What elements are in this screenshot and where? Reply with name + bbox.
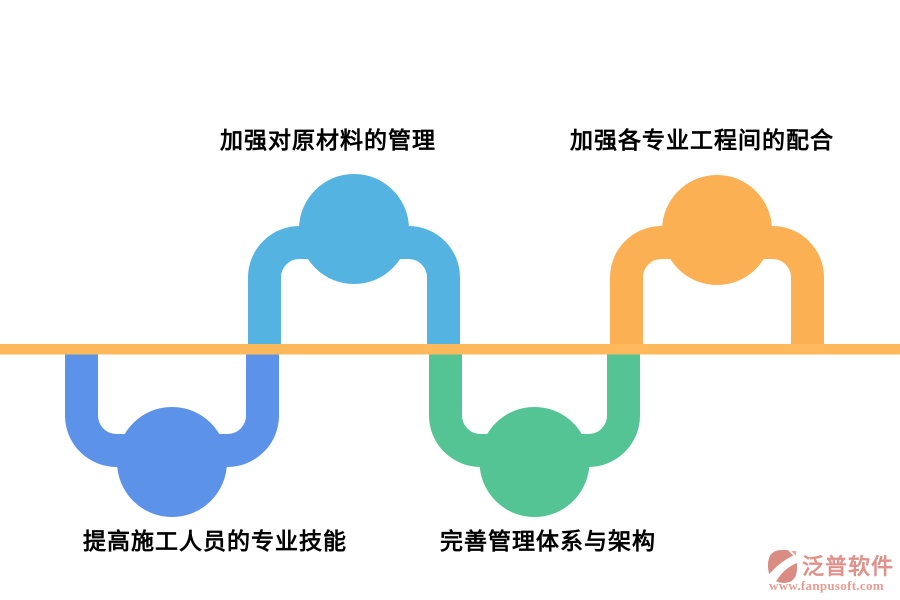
fanpu-icon-corner bbox=[787, 549, 799, 562]
fanpu-icon-swoosh bbox=[766, 553, 799, 585]
fanpu-swoosh-icon bbox=[766, 549, 799, 585]
step-node-below-left bbox=[117, 407, 227, 517]
step-label-above-left: 加强对原材料的管理 bbox=[220, 127, 436, 153]
watermark: 泛普软件 www.fanpusoft.com bbox=[766, 547, 896, 597]
step-label-above-right: 加强各专业工程间的配合 bbox=[570, 127, 834, 153]
step-label-below-left: 提高施工人员的专业技能 bbox=[83, 528, 347, 554]
watermark-url: www.fanpusoft.com bbox=[769, 578, 884, 593]
watermark-brand: 泛普软件 bbox=[802, 554, 895, 579]
baseline bbox=[0, 344, 900, 355]
step-node-above-left bbox=[299, 174, 409, 284]
step-label-below-right: 完善管理体系与架构 bbox=[440, 528, 656, 554]
step-node-above-right bbox=[662, 175, 772, 285]
step-node-below-right bbox=[479, 407, 590, 517]
